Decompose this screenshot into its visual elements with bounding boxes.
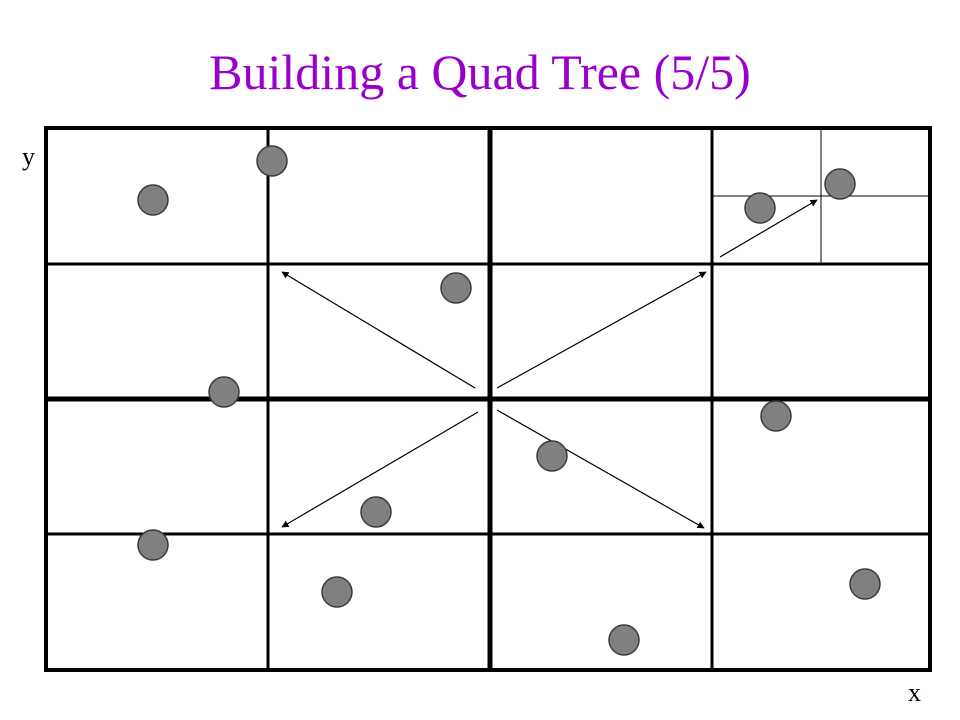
data-point bbox=[360, 496, 392, 528]
x-axis-label: x bbox=[908, 678, 921, 707]
data-point bbox=[137, 184, 169, 216]
arrow-to-bottom-left bbox=[281, 411, 479, 528]
data-point bbox=[137, 529, 169, 561]
data-point bbox=[849, 568, 881, 600]
data-point bbox=[760, 400, 792, 432]
data-point bbox=[440, 272, 472, 304]
arrow-to-top-left bbox=[281, 271, 476, 389]
data-points bbox=[137, 145, 881, 656]
data-point bbox=[608, 624, 640, 656]
data-point bbox=[256, 145, 288, 177]
arrows bbox=[281, 199, 818, 529]
arrow-to-bottom-right bbox=[496, 409, 705, 529]
data-point bbox=[208, 376, 240, 408]
data-point bbox=[536, 440, 568, 472]
data-point bbox=[321, 576, 353, 608]
arrow-to-subcell bbox=[719, 199, 818, 258]
y-axis-label: y bbox=[22, 142, 35, 171]
grid-lines bbox=[44, 126, 932, 672]
arrow-to-top-right bbox=[496, 271, 707, 389]
data-point bbox=[744, 192, 776, 224]
slide-title: Building a Quad Tree (5/5) bbox=[209, 44, 751, 100]
data-point bbox=[824, 168, 856, 200]
